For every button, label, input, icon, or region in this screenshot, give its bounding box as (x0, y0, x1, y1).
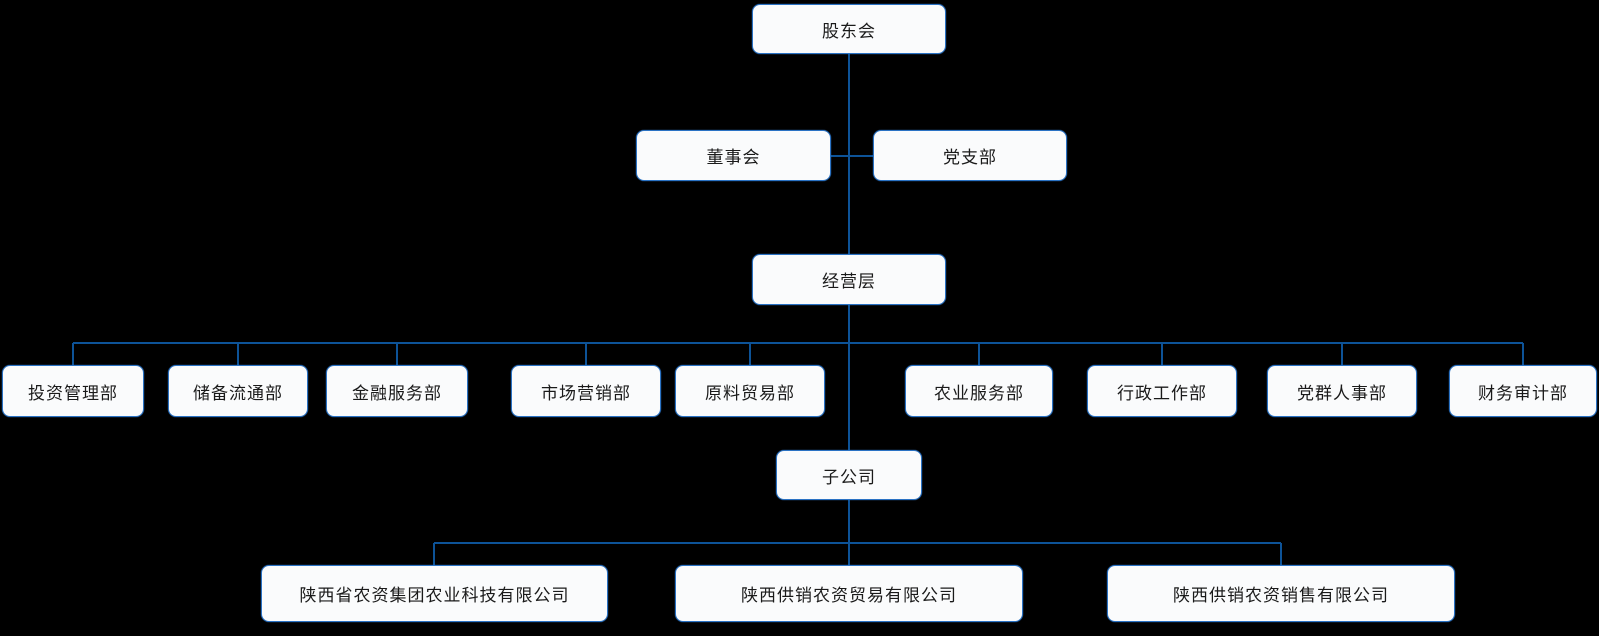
node-dept-marketing: 市场营销部 (511, 365, 661, 417)
node-subsidiary: 子公司 (776, 450, 922, 500)
node-party-branch: 党支部 (873, 130, 1067, 181)
node-company-agri-sales: 陕西供销农资销售有限公司 (1107, 565, 1455, 622)
node-company-agri-tech: 陕西省农资集团农业科技有限公司 (261, 565, 608, 622)
node-board: 董事会 (636, 130, 831, 181)
node-dept-raw-material-trade: 原料贸易部 (675, 365, 825, 417)
node-dept-finance-audit: 财务审计部 (1449, 365, 1597, 417)
node-management: 经营层 (752, 254, 946, 305)
node-dept-administrative-work: 行政工作部 (1087, 365, 1237, 417)
node-dept-financial-services: 金融服务部 (326, 365, 468, 417)
node-dept-agricultural-services: 农业服务部 (905, 365, 1053, 417)
node-dept-reserve-circulation: 储备流通部 (168, 365, 308, 417)
node-company-agri-trade: 陕西供销农资贸易有限公司 (675, 565, 1023, 622)
node-dept-investment-management: 投资管理部 (2, 365, 144, 417)
node-shareholders: 股东会 (752, 4, 946, 54)
node-dept-party-mass-personnel: 党群人事部 (1267, 365, 1417, 417)
